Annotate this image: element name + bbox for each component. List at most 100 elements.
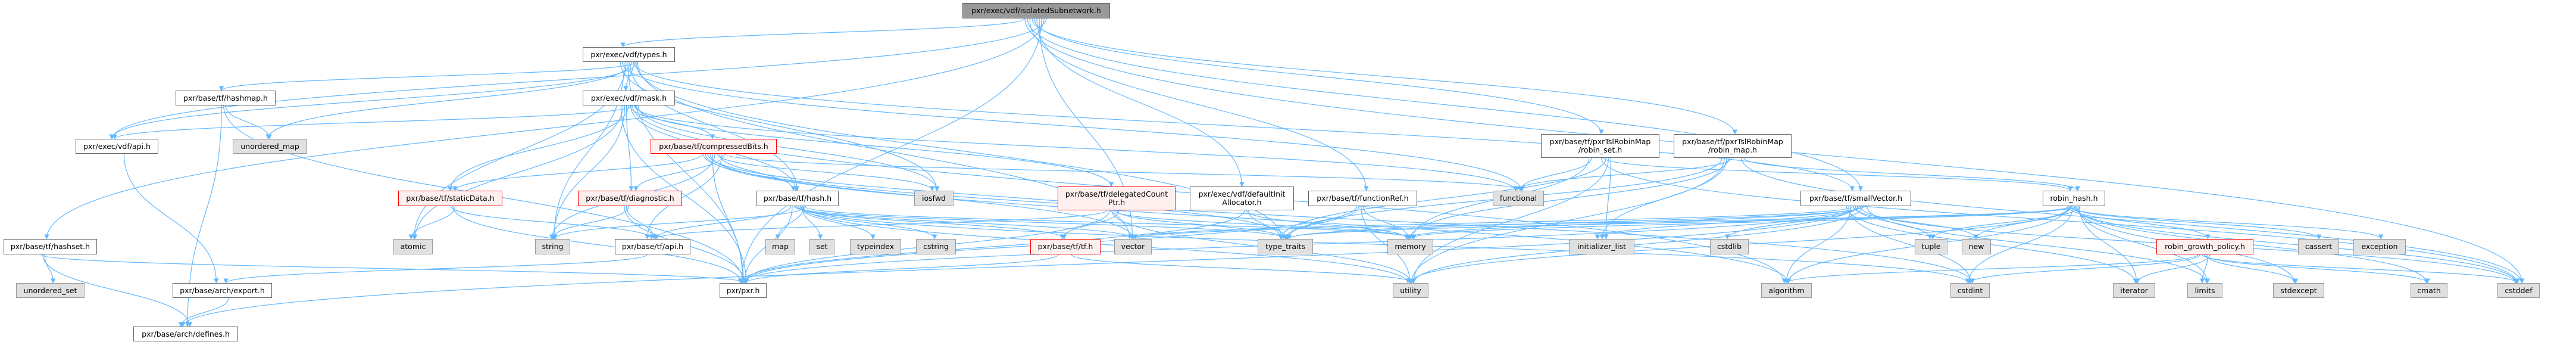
edge-robin_hash-to-new	[1973, 206, 2072, 240]
graph-node-functionRef[interactable]: pxr/base/tf/functionRef.h	[1308, 191, 1417, 206]
graph-node-robin-hash[interactable]: robin_hash.h	[2043, 191, 2105, 206]
node-label: unordered_map	[240, 141, 299, 151]
edge-robin_hash-to-cassert	[2069, 206, 2322, 240]
graph-node-map: map	[765, 239, 795, 254]
node-label: pxr/exec/vdf/types.h	[590, 49, 667, 59]
graph-node-diagnostic[interactable]: pxr/base/tf/diagnostic.h	[578, 191, 682, 206]
edge-robin_growth-to-algorithm	[1784, 254, 2199, 284]
graph-node-compressedBits[interactable]: pxr/base/tf/compressedBits.h	[651, 139, 777, 154]
node-label: pxr/base/tf/compressedBits.h	[659, 141, 768, 151]
node-label: atomic	[400, 242, 426, 251]
node-label: tuple	[1921, 242, 1941, 251]
node-label: pxr/base/arch/export.h	[180, 285, 265, 295]
edge-hash-to-memory	[804, 206, 1417, 240]
edge-staticData-to-atomic	[408, 206, 455, 240]
edge-hash-to-map	[775, 206, 804, 240]
edge-types-to-vdfapi	[109, 61, 638, 139]
node-label: memory	[1395, 242, 1426, 251]
edge-root-to-robin_set	[1034, 18, 1604, 135]
graph-node-tuple: tuple	[1915, 239, 1947, 254]
edge-hashset-to-unordered_set	[44, 254, 56, 284]
graph-node-typeindex: typeindex	[850, 239, 901, 254]
edge-root-to-types	[620, 18, 1025, 48]
edge-root-to-functionRef	[1029, 18, 1369, 191]
edge-tf-to-pxr	[743, 254, 1059, 284]
node-label: pxr/exec/vdf/api.h	[83, 141, 151, 151]
graph-node-staticData[interactable]: pxr/base/tf/staticData.h	[398, 191, 502, 206]
edge-robin_set-to-utility	[1411, 157, 1609, 284]
edge-robin_growth-to-iterator	[2135, 254, 2211, 284]
edge-hash-to-vector	[795, 206, 1136, 240]
edge-root-to-defaultInit	[1036, 18, 1245, 187]
graph-node-hashset[interactable]: pxr/base/tf/hashset.h	[4, 239, 97, 254]
node-label: robin_growth_policy.h	[2165, 242, 2245, 251]
node-label: cstring	[923, 242, 949, 251]
edge-robin_set-to-functional	[1517, 157, 1592, 191]
node-label: robin_hash.h	[2050, 194, 2098, 203]
graph-node-memory: memory	[1387, 239, 1433, 254]
edge-compressedBits-to-cstdint	[702, 153, 1975, 284]
node-label: pxr/base/tf/diagnostic.h	[586, 194, 674, 203]
node-label: pxr/base/tf/tf.h	[1037, 242, 1093, 251]
graph-node-mask[interactable]: pxr/exec/vdf/mask.h	[583, 91, 675, 105]
graph-node-unordered-set: unordered_set	[16, 283, 85, 298]
edge-smallVector-to-defines	[180, 206, 1856, 327]
graph-node-hashmap[interactable]: pxr/base/tf/hashmap.h	[176, 91, 276, 105]
node-label: vector	[1121, 242, 1145, 251]
edge-delegated-to-type_traits	[1116, 210, 1287, 240]
edge-robin_growth-to-stdexcept	[2205, 254, 2299, 284]
graph-node-defaultInit[interactable]: pxr/exec/vdf/defaultInit Allocator.h	[1190, 187, 1294, 210]
edge-compressedBits-to-iosfwd	[717, 153, 935, 191]
graph-node-algorithm: algorithm	[1761, 283, 1812, 298]
edge-robin_hash-to-cstdint	[1966, 206, 2074, 284]
node-label: unordered_set	[23, 285, 77, 295]
edge-hash-to-utility	[802, 206, 1411, 284]
graph-node-root[interactable]: pxr/exec/vdf/isolatedSubnetwork.h	[962, 3, 1110, 18]
graph-node-robin-set[interactable]: pxr/base/tf/pxrTslRobinMap /robin_set.h	[1541, 134, 1659, 158]
node-label: functional	[1499, 194, 1537, 203]
edge-robin_hash-to-iterator	[2078, 206, 2139, 284]
graph-node-smallVector[interactable]: pxr/base/tf/smallVector.h	[1800, 191, 1911, 206]
edge-robin_hash-to-limits	[2077, 206, 2211, 284]
graph-node-utility: utility	[1393, 283, 1428, 298]
graph-node-defines[interactable]: pxr/base/arch/defines.h	[133, 327, 238, 341]
edge-robin_set-to-robin_hash	[1603, 157, 2073, 191]
graph-node-types[interactable]: pxr/exec/vdf/types.h	[583, 47, 675, 62]
node-label: pxr/base/tf/hashmap.h	[183, 93, 268, 102]
edge-hashset-to-pxr	[40, 254, 749, 284]
edge-robin_hash-to-cstddef	[2074, 206, 2519, 284]
graph-node-delegated[interactable]: pxr/base/tf/delegatedCount Ptr.h	[1058, 187, 1176, 210]
edge-smallVector-to-limits	[1867, 206, 2209, 284]
edge-delegated-to-tfapi	[653, 210, 1108, 240]
node-label: cmath	[2417, 285, 2441, 295]
edge-robin_growth-to-cstdint	[1967, 254, 2200, 284]
edge-robin_map-to-functional	[1514, 157, 1732, 191]
graph-node-tfapi[interactable]: pxr/base/tf/api.h	[615, 239, 690, 254]
graph-node-export[interactable]: pxr/base/arch/export.h	[173, 283, 272, 298]
edge-root-to-vdfapi	[110, 18, 1047, 139]
graph-node-cstdint: cstdint	[1950, 283, 1990, 298]
node-label: new	[1968, 242, 1984, 251]
graph-node-vdfapi[interactable]: pxr/exec/vdf/api.h	[76, 139, 158, 154]
graph-node-robin-growth[interactable]: robin_growth_policy.h	[2156, 239, 2253, 254]
node-label: typeindex	[856, 242, 895, 251]
edge-smallVector-to-memory	[1404, 206, 1862, 240]
graph-node-tf[interactable]: pxr/base/tf/tf.h	[1030, 239, 1101, 254]
node-label: pxr/base/tf/delegatedCount Ptr.h	[1065, 189, 1168, 207]
graph-node-cstdlib: cstdlib	[1710, 239, 1749, 254]
edge-defaultInit-to-pxr	[738, 210, 1245, 284]
edge-robin_set-to-type_traits	[1278, 157, 1607, 240]
node-label: algorithm	[1768, 285, 1805, 295]
edge-compressedBits-to-staticData	[452, 153, 703, 191]
node-label: pxr/base/tf/smallVector.h	[1809, 194, 1903, 203]
node-label: stdexcept	[2280, 285, 2317, 295]
graph-node-unordered-map: unordered_map	[233, 139, 307, 154]
edge-functionRef-to-utility	[1361, 206, 1413, 284]
graph-node-robin-map[interactable]: pxr/base/tf/pxrTslRobinMap /robin_map.h	[1674, 134, 1792, 158]
edge-compressedBits-to-diagnostic	[633, 153, 725, 191]
node-label: pxr/base/tf/pxrTslRobinMap /robin_map.h	[1682, 137, 1783, 154]
graph-node-hash[interactable]: pxr/base/tf/hash.h	[756, 191, 839, 206]
graph-node-pxr[interactable]: pxr/pxr.h	[720, 283, 767, 298]
edge-robin_map-to-cstddef	[1741, 157, 2524, 284]
